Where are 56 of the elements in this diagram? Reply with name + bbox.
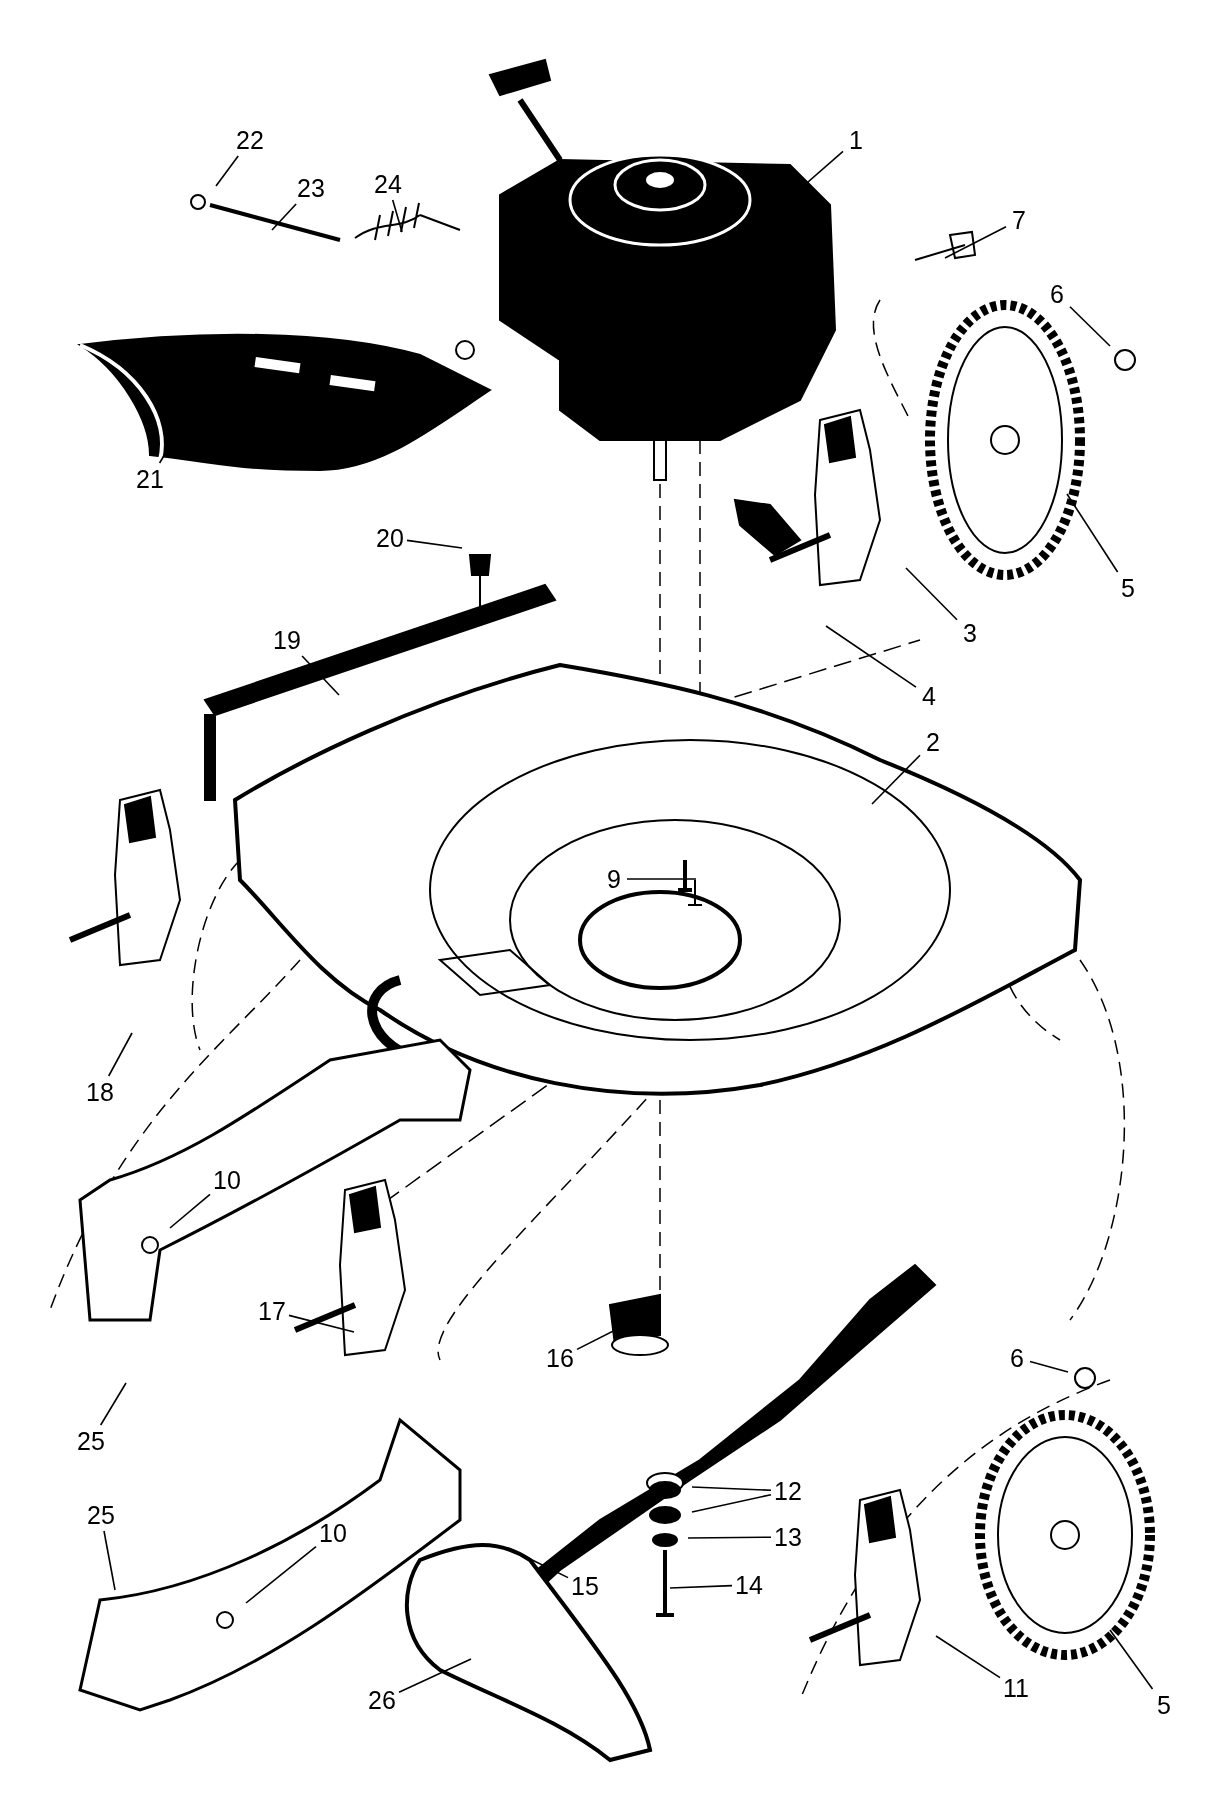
callout-number: 21 <box>136 465 164 493</box>
callout-number: 12 <box>774 1477 802 1505</box>
leader-line <box>669 1584 733 1589</box>
callout-number: 10 <box>213 1166 241 1194</box>
callout-number: 20 <box>376 524 404 552</box>
callout-number: 25 <box>77 1427 105 1455</box>
leader-line <box>626 878 697 880</box>
callout-number: 5 <box>1154 1691 1174 1719</box>
callout-number: 22 <box>236 126 264 154</box>
callout-number: 23 <box>297 174 325 202</box>
leader-line <box>691 1486 772 1492</box>
leader-line <box>1069 306 1111 347</box>
leader-line <box>905 567 958 621</box>
leader-line <box>825 625 917 688</box>
leader-line <box>398 1658 472 1693</box>
leader-line <box>169 1193 211 1229</box>
callout-number: 17 <box>258 1297 286 1325</box>
callout-number: 6 <box>1047 280 1067 308</box>
leader-line <box>99 1382 127 1426</box>
leader-line <box>935 1635 1001 1679</box>
callout-number: 15 <box>571 1572 599 1600</box>
callout-number: 18 <box>86 1078 114 1106</box>
callout-number: 14 <box>735 1571 763 1599</box>
callout-number: 6 <box>1007 1344 1027 1372</box>
leader-line <box>687 1536 772 1539</box>
callout-number: 5 <box>1118 574 1138 602</box>
callout-number: 10 <box>319 1519 347 1547</box>
leader-line <box>103 1530 116 1591</box>
callout-number: 1 <box>846 126 866 154</box>
leader-line <box>107 1032 133 1077</box>
leader-line <box>391 199 403 233</box>
callout-number: 3 <box>960 619 980 647</box>
leader-line <box>1109 1629 1154 1690</box>
leader-line <box>215 155 239 187</box>
leader-line <box>406 539 463 549</box>
leader-line <box>271 203 297 231</box>
leader-line <box>507 1547 569 1579</box>
leader-line <box>288 1314 355 1333</box>
leader-line <box>871 754 921 805</box>
callout-number: 4 <box>919 682 939 710</box>
leader-line <box>245 1545 317 1604</box>
callout-number: 26 <box>368 1686 396 1714</box>
callout-number: 16 <box>546 1344 574 1372</box>
leader-line <box>1066 493 1119 573</box>
callout-number: 11 <box>1003 1674 1029 1702</box>
callout-number: 13 <box>774 1523 802 1551</box>
callout-number: 9 <box>604 865 624 893</box>
leader-line <box>301 655 340 696</box>
callout-number: 19 <box>273 626 301 654</box>
leader-line <box>944 225 1007 259</box>
leader-line <box>1029 1360 1069 1373</box>
leader-line <box>691 1493 772 1513</box>
callout-number: 2 <box>923 728 943 756</box>
callout-number: 24 <box>374 170 402 198</box>
callout-number: 7 <box>1009 206 1029 234</box>
callout-number: 25 <box>87 1501 115 1529</box>
